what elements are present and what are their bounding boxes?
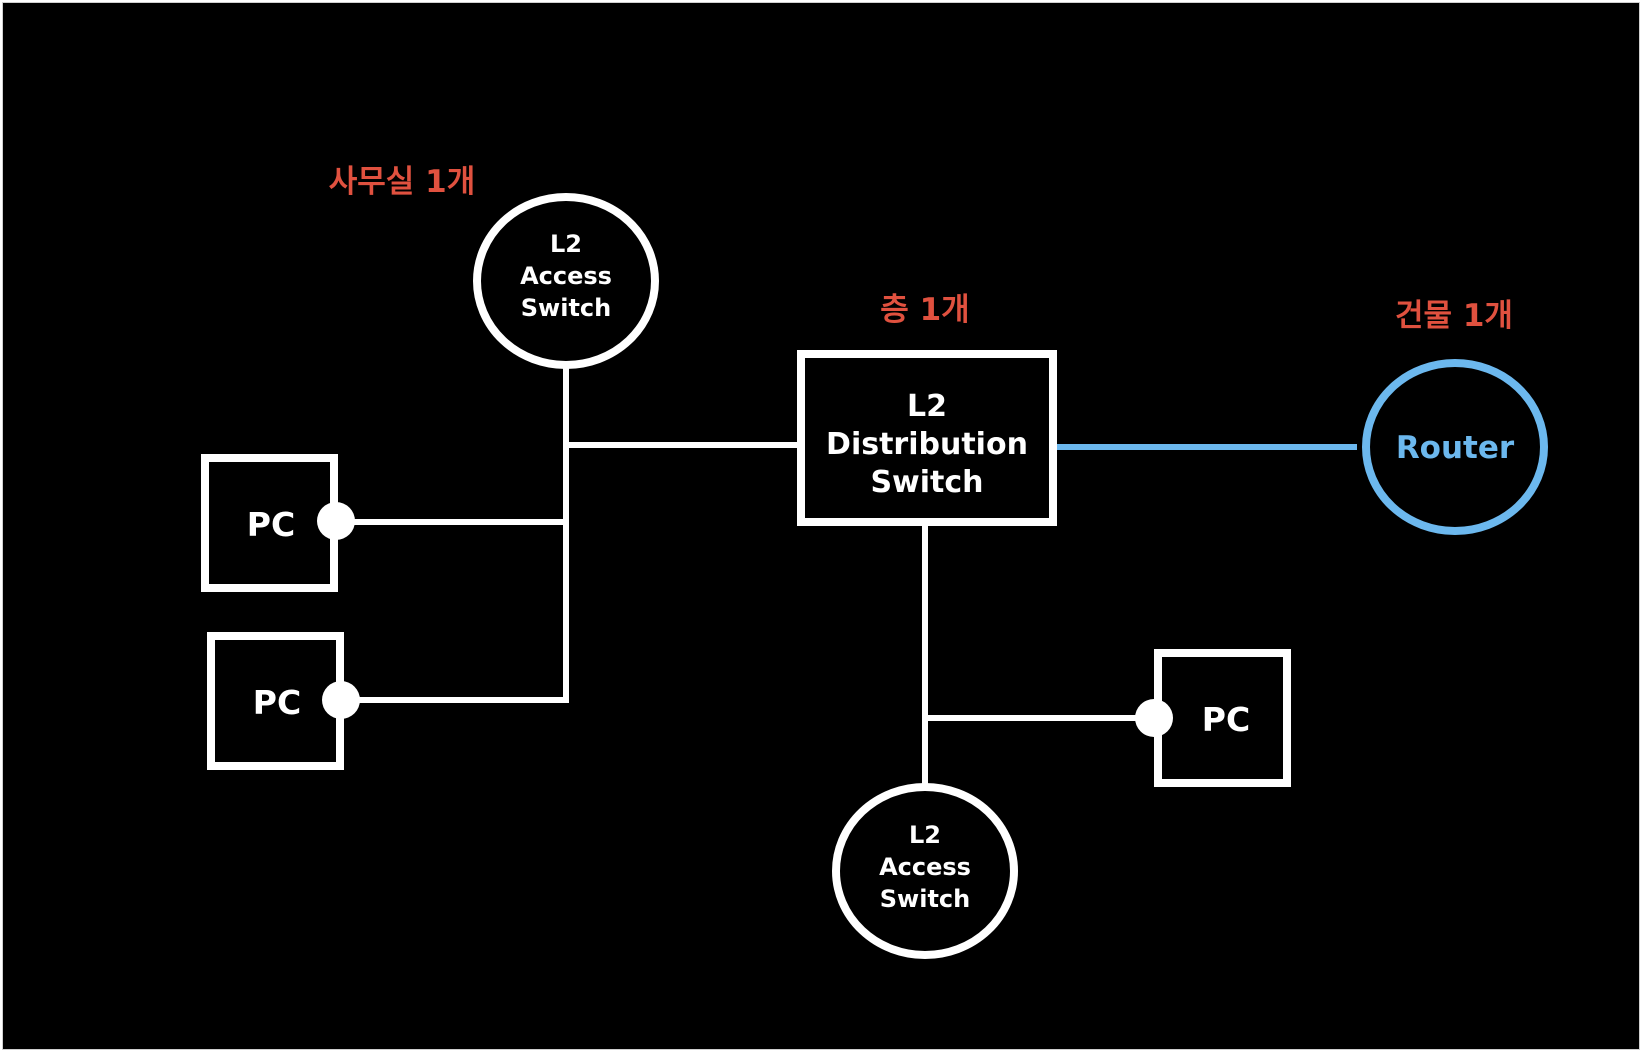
pc-left-1-shape (201, 454, 338, 592)
pc-left-1-port (317, 502, 355, 540)
pc-left-2-shape (207, 632, 344, 770)
pc-left-1[interactable]: PC (201, 454, 355, 592)
router-shape (1362, 359, 1548, 535)
router-label: Router (1396, 430, 1515, 466)
annotation-office: 사무실 1개 (329, 164, 475, 200)
access-switch-top-line-3: Switch (521, 294, 611, 322)
router[interactable]: Router (1362, 359, 1548, 535)
access-switch-top-line-1: L2 (550, 230, 582, 258)
distribution-switch-line-1: L2 (907, 389, 947, 424)
pc-left-2-port (322, 681, 360, 719)
pc-right-port (1135, 699, 1173, 737)
distribution-switch[interactable]: L2 Distribution Switch (797, 350, 1057, 526)
access-switch-top[interactable]: L2 Access Switch (473, 193, 659, 369)
annotation-building: 건물 1개 (1395, 298, 1513, 334)
pc-right[interactable]: PC (1135, 649, 1291, 787)
distribution-switch-line-3: Switch (870, 465, 983, 500)
distribution-switch-shape (797, 350, 1057, 526)
access-switch-bottom-line-2: Access (879, 853, 971, 881)
pc-right-shape (1154, 649, 1291, 787)
pc-left-2[interactable]: PC (207, 632, 360, 770)
access-switch-bottom-line-1: L2 (909, 821, 941, 849)
access-switch-bottom-line-3: Switch (880, 885, 970, 913)
connections (336, 368, 1151, 786)
annotation-floor: 층 1개 (880, 292, 969, 328)
pc-left-2-label: PC (253, 683, 301, 722)
pc-right-label: PC (1202, 700, 1250, 739)
network-diagram: 사무실 1개 층 1개 건물 1개 L2 Access Switch L2 Di… (201, 164, 1548, 959)
access-switch-top-shape (473, 193, 659, 369)
distribution-switch-line-2: Distribution (826, 427, 1028, 462)
access-switch-bottom-shape (832, 783, 1018, 959)
pc-left-1-label: PC (247, 505, 295, 544)
access-switch-bottom[interactable]: L2 Access Switch (832, 783, 1018, 959)
access-switch-top-line-2: Access (520, 262, 612, 290)
